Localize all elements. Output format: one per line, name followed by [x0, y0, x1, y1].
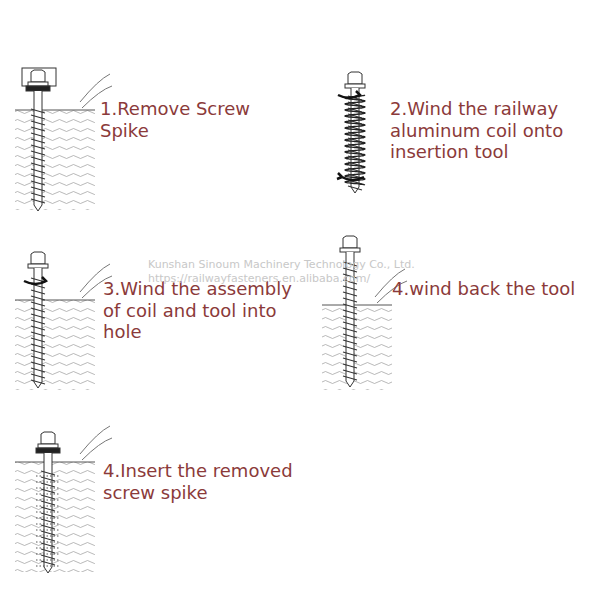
- coil-in-hole: [36, 560, 60, 561]
- coil-in-hole: [36, 512, 60, 513]
- step-caption: 1.Remove Screw Spike: [100, 98, 280, 141]
- step-caption: 4.Insert the removed screw spike: [103, 460, 323, 503]
- coil-in-hole: [36, 566, 60, 567]
- step-caption: 2.Wind the railway aluminum coil onto in…: [390, 98, 595, 163]
- coil-in-hole: [36, 500, 60, 501]
- coil-in-hole: [36, 524, 60, 525]
- step-caption: 4.wind back the tool: [392, 278, 596, 300]
- rail-foot: [80, 426, 112, 460]
- coil-in-hole: [36, 482, 60, 483]
- coil-in-hole: [36, 476, 60, 477]
- coil-in-hole: [36, 494, 60, 495]
- coil-in-hole: [36, 530, 60, 531]
- rotation-arrow: [338, 91, 360, 98]
- sleeper-section: [15, 110, 95, 210]
- step-caption: 3.Wind the assembly of coil and tool int…: [103, 278, 308, 343]
- coil-in-hole: [36, 548, 60, 549]
- sleeper-section: [322, 305, 392, 390]
- rotation-arrow: [337, 173, 364, 180]
- sleeper-section: [15, 300, 95, 390]
- rotation-arrow: [24, 277, 46, 284]
- coil-in-hole: [36, 542, 60, 543]
- aluminum-coil: [345, 95, 365, 185]
- coil-in-hole: [36, 554, 60, 555]
- screw-spike: [28, 252, 48, 388]
- watermark: https://railwayfasteners.en.alibaba.com/: [148, 272, 478, 285]
- coil-in-hole: [36, 506, 60, 507]
- coil-in-hole: [36, 536, 60, 537]
- sleeper-section: [15, 462, 95, 572]
- coil-in-hole: [36, 518, 60, 519]
- watermark: Kunshan Sinoum Machinery Technology Co.,…: [148, 258, 478, 271]
- coil-in-hole: [36, 488, 60, 489]
- screw-spike: [36, 432, 60, 573]
- screw-spike: [26, 70, 50, 211]
- screw-spike: [345, 72, 365, 193]
